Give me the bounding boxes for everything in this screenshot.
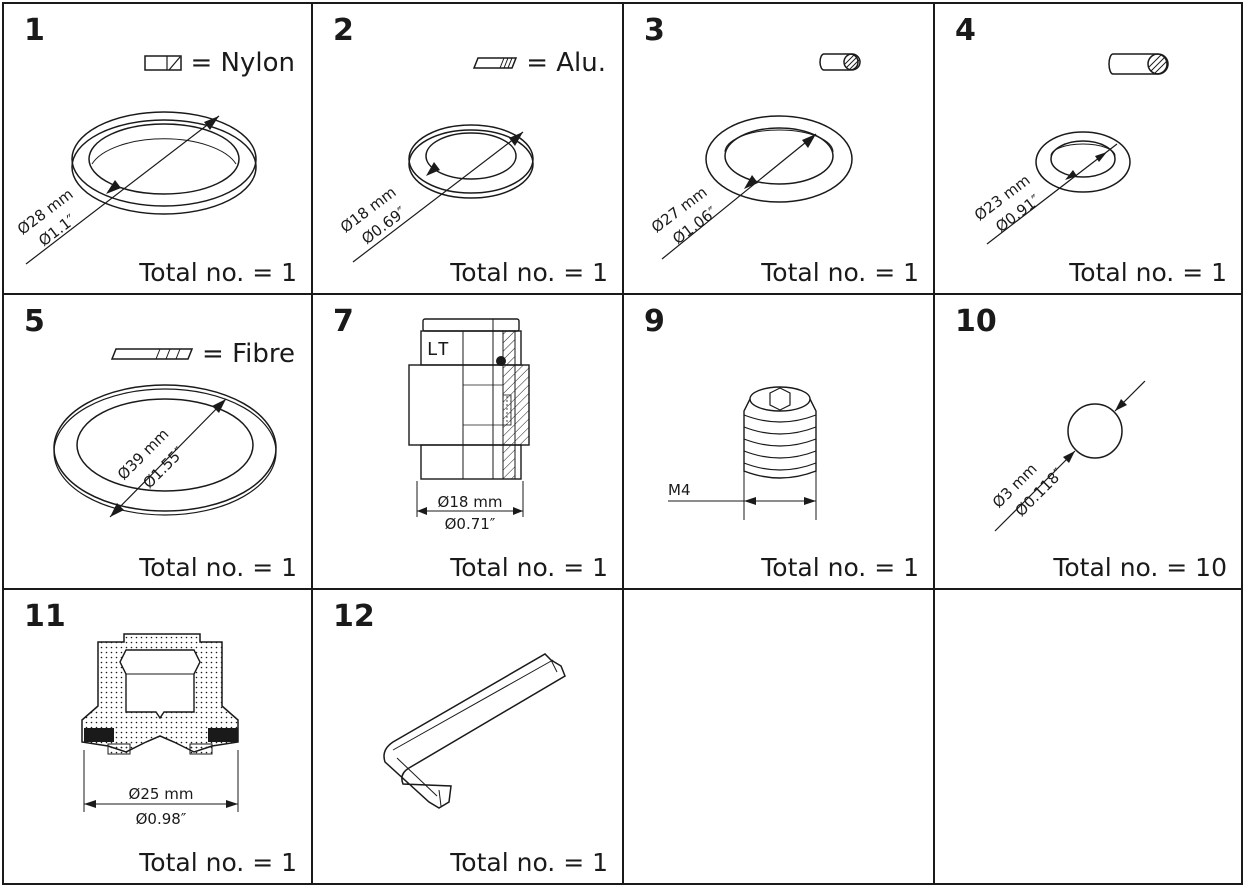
part-cell-10: 10 Ø3 mm Ø0.118″ Total no. = 10: [935, 295, 1243, 590]
total-count: Total no. = 1: [761, 258, 919, 287]
thread-size-label: M4: [668, 481, 691, 499]
part-number: 3: [644, 13, 665, 48]
fitting-marking: LT: [427, 339, 449, 360]
part-number: 9: [644, 304, 665, 339]
part-number: 11: [24, 599, 66, 634]
ring-drawing: Ø18 mm Ø0.69″: [337, 124, 534, 263]
part-cell-9: 9 M4 Total no. = 1: [624, 295, 935, 590]
oring-drawing: Ø23 mm Ø0.91″: [971, 53, 1169, 245]
dim-inch-label: Ø0.98″: [136, 810, 187, 828]
material-label: = Nylon: [190, 48, 296, 78]
material-label: = Fibre: [202, 339, 295, 369]
total-count: Total no. = 10: [1053, 553, 1227, 582]
alu-cross-section-icon: [473, 57, 518, 69]
part-cell-2: 2 = Alu. Ø18 mm Ø0.69″ Total no. = 1: [313, 2, 624, 295]
part-number: 4: [955, 13, 976, 48]
dim-mm-label: Ø18 mm: [438, 493, 503, 511]
dim-mm-label: Ø25 mm: [129, 785, 194, 803]
total-count: Total no. = 1: [139, 258, 297, 287]
ring-drawing: Ø28 mm Ø1.1″: [14, 111, 257, 265]
part-number: 5: [24, 304, 45, 339]
material-legend: = Nylon: [143, 48, 296, 78]
total-count: Total no. = 1: [139, 848, 297, 877]
total-count: Total no. = 1: [450, 848, 608, 877]
part-number: 10: [955, 304, 997, 339]
part-cell-12: 12 Total no. = 1: [313, 590, 624, 885]
fibre-cross-section-icon: [110, 348, 194, 360]
material-legend: = Fibre: [110, 341, 295, 367]
total-count: Total no. = 1: [139, 553, 297, 582]
material-label: = Alu.: [526, 48, 606, 78]
empty-cell: [624, 590, 935, 885]
oring-drawing: Ø27 mm Ø1.06″: [648, 53, 861, 260]
material-legend: = Alu.: [472, 50, 606, 76]
empty-cell: [935, 590, 1243, 885]
total-count: Total no. = 1: [450, 258, 608, 287]
part-number: 7: [333, 304, 354, 339]
ball-drawing: Ø3 mm Ø0.118″: [989, 380, 1146, 532]
total-count: Total no. = 1: [450, 553, 608, 582]
part-cell-3: 3 Ø27 mm Ø1.06″ Total no. = 1: [624, 2, 935, 295]
part-cell-1: 1 = Nylon Ø28 mm Ø1.1″ Total no. = 1: [2, 2, 313, 295]
fitting-drawing: LT Ø18 mm Ø0.71″: [408, 318, 530, 533]
allen-key-drawing: [383, 653, 566, 809]
total-count: Total no. = 1: [1069, 258, 1227, 287]
seal-section-drawing: Ø25 mm Ø0.98″: [81, 633, 239, 828]
total-count: Total no. = 1: [761, 553, 919, 582]
part-cell-5: 5 = Fibre Ø39 mm Ø1.55″ Total no. = 1: [2, 295, 313, 590]
dim-inch-label: Ø0.71″: [445, 515, 496, 533]
round-cross-section-icon: [1108, 53, 1169, 75]
part-number: 12: [333, 599, 375, 634]
set-screw-drawing: M4: [668, 386, 817, 520]
part-cell-11: 11 Ø25 mm Ø0.98″ Total no. = 1: [2, 590, 313, 885]
part-number: 2: [333, 13, 354, 48]
gasket-drawing: Ø39 mm Ø1.55″: [53, 384, 277, 518]
part-number: 1: [24, 13, 45, 48]
part-cell-7: 7 LT: [313, 295, 624, 590]
nylon-cross-section-icon: [143, 55, 182, 71]
part-cell-4: 4 Ø23 mm Ø0.91″ Total no. = 1: [935, 2, 1243, 295]
round-cross-section-icon: [819, 53, 861, 71]
